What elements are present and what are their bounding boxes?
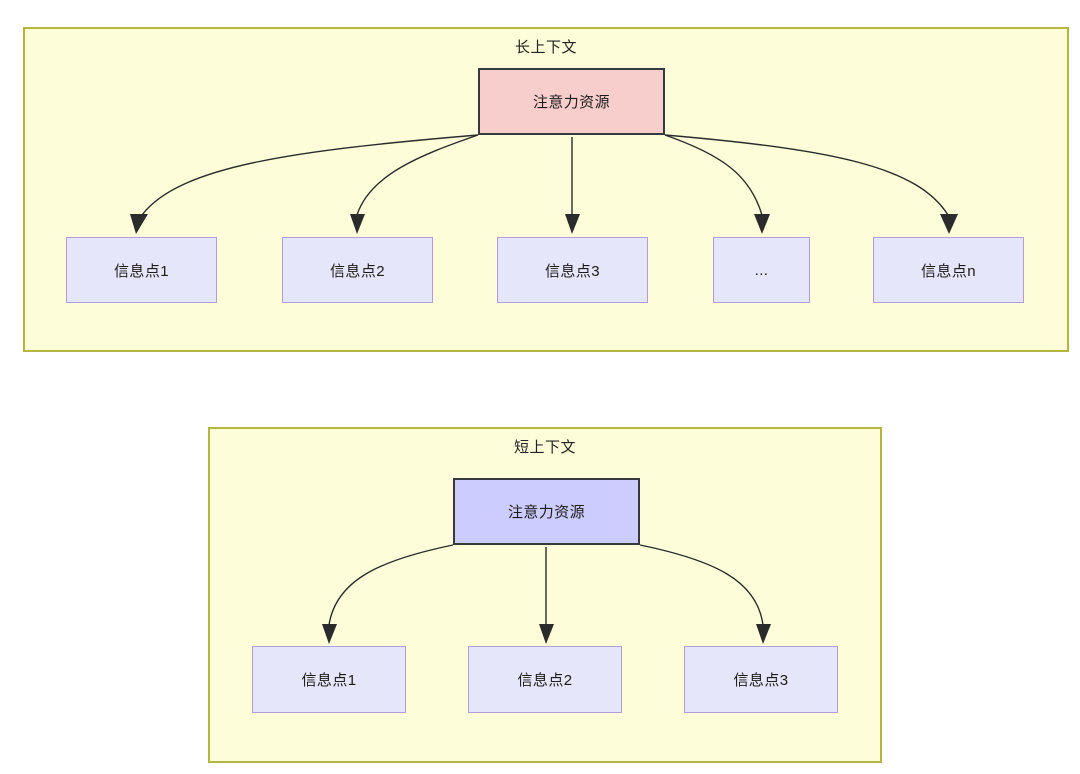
node-short-info-point-2[interactable]: 信息点2 [468,646,622,713]
node-long-info-point-3-label: 信息点3 [545,262,600,280]
node-long-info-point-1[interactable]: 信息点1 [66,237,217,303]
node-long-attention-resource-label: 注意力资源 [532,94,610,111]
node-long-info-point-3[interactable]: 信息点3 [497,237,648,303]
node-long-info-point-ellipsis[interactable]: ... [713,237,810,303]
node-long-info-point-n-label: 信息点n [921,262,976,280]
node-long-attention-resource[interactable]: 注意力资源 [478,68,665,135]
node-long-info-point-ellipsis-label: ... [754,261,769,279]
node-long-info-point-2[interactable]: 信息点2 [282,237,433,303]
node-short-info-point-1-label: 信息点1 [301,672,357,689]
node-short-info-point-2-label: 信息点2 [517,672,573,689]
node-short-attention-resource[interactable]: 注意力资源 [453,478,640,545]
node-long-info-point-1-label: 信息点1 [114,262,169,280]
node-short-info-point-3[interactable]: 信息点3 [684,646,838,713]
node-long-info-point-n[interactable]: 信息点n [873,237,1024,303]
node-long-info-point-2-label: 信息点2 [330,262,385,280]
node-short-attention-resource-label: 注意力资源 [507,504,585,521]
node-short-info-point-1[interactable]: 信息点1 [252,646,406,713]
panel-long-context-title: 长上下文 [514,39,577,56]
node-short-info-point-3-label: 信息点3 [733,672,789,689]
panel-short-context-title: 短上下文 [513,439,576,456]
